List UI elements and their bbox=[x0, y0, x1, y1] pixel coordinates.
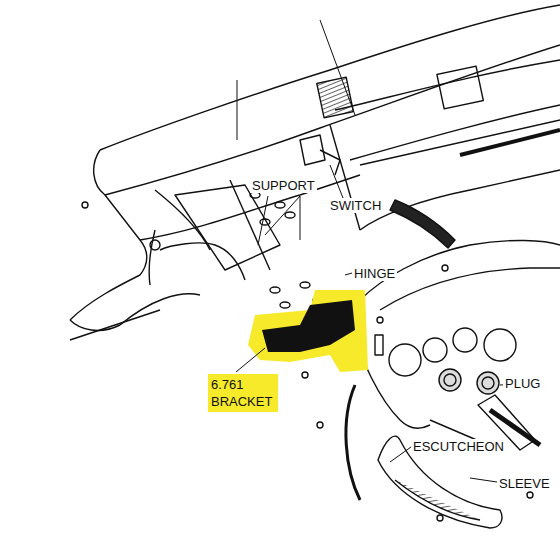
part-label: HINGE bbox=[352, 266, 397, 281]
part-label: ESCUTCHEON bbox=[411, 439, 506, 454]
part-label: PLUG bbox=[503, 376, 542, 391]
part-number-label: 6.761 BRACKET bbox=[208, 374, 278, 412]
part-label: SWITCH bbox=[328, 198, 383, 213]
part-label: SLEEVE bbox=[497, 476, 552, 491]
part-label: SUPPORT bbox=[250, 178, 317, 193]
